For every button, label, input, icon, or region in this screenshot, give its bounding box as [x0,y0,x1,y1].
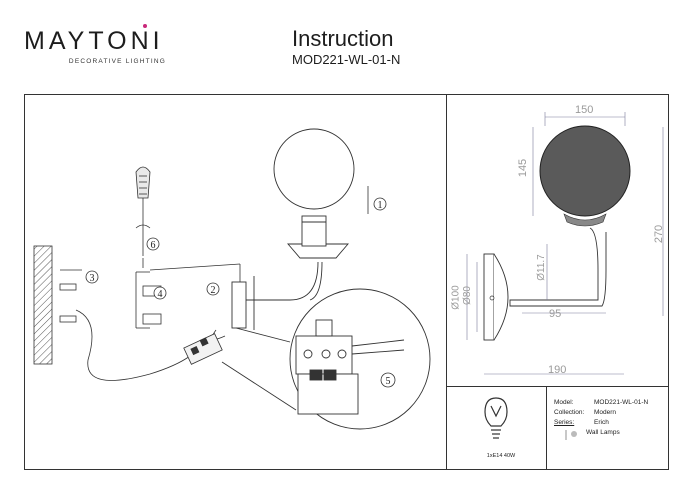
step-2-label: 2 [211,285,216,296]
step-4-label: 4 [158,289,163,300]
lamp-arm [231,261,323,330]
terminal-block [183,333,223,365]
bulb-icon [484,397,508,439]
panel-divider-vertical [446,94,447,470]
spec-row-series: Series: Erich [554,418,648,428]
dim-width-top: 150 [575,104,594,116]
step-3-label: 3 [90,273,95,284]
step-markers [85,197,396,388]
page-title: Instruction [292,26,394,51]
instruction-frame [24,94,669,470]
dim-diam-rod: Ø11.7 [535,254,547,281]
spec-table: Model: MOD221-WL-01-N Collection: Modern… [554,398,648,438]
wall-section [33,245,53,365]
glass-globe [273,128,355,210]
brand-logo: MAYTONI DECORATIVE LIGHTING [24,27,166,66]
spec-collection-value: Modern [594,409,617,416]
spec-model-label: Model: [554,399,574,406]
spec-row-collection: Collection: Modern [554,408,648,418]
step-1-label: 1 [378,200,383,211]
dimension-drawing [483,125,631,341]
spec-type-value: Wall Lamps [586,429,620,436]
spec-series-value: Erich [594,419,609,426]
spec-row-model: Model: MOD221-WL-01-N [554,398,648,408]
arrows [142,186,369,268]
panel-divider-horizontal [446,386,669,387]
logo-accent-dot [143,24,147,28]
dim-height-total: 270 [653,224,666,244]
model-number: MOD221-WL-01-N [292,52,401,67]
brand-tagline: DECORATIVE LIGHTING [68,58,166,65]
spec-collection-label: Collection: [554,409,585,416]
screwdriver [135,166,151,256]
spec-row-type: Wall Lamps [554,428,648,438]
wall-lamp-icon [565,430,577,440]
brand-name: MAYTONI [24,27,164,55]
spec-model-value: MOD221-WL-01-N [594,399,649,406]
dimension-lines [466,112,664,375]
step-6-label: 6 [151,240,156,251]
dim-diam-plate-inner: Ø80 [461,286,473,305]
info-divider [546,386,547,470]
bulb-spec: 1xE14 40W [486,453,516,459]
dim-diam-plate-outer: Ø100 [450,285,462,310]
dim-height-globe: 145 [517,158,530,178]
mounting-bracket [135,263,241,329]
lamp-socket [287,215,349,259]
dim-arm-offset: 95 [549,308,562,320]
detail-callout [221,288,431,430]
spec-series-label: Series: [554,419,575,426]
dim-depth-total: 190 [548,364,567,376]
step-5-label: 5 [386,376,391,387]
dowels [59,269,82,323]
